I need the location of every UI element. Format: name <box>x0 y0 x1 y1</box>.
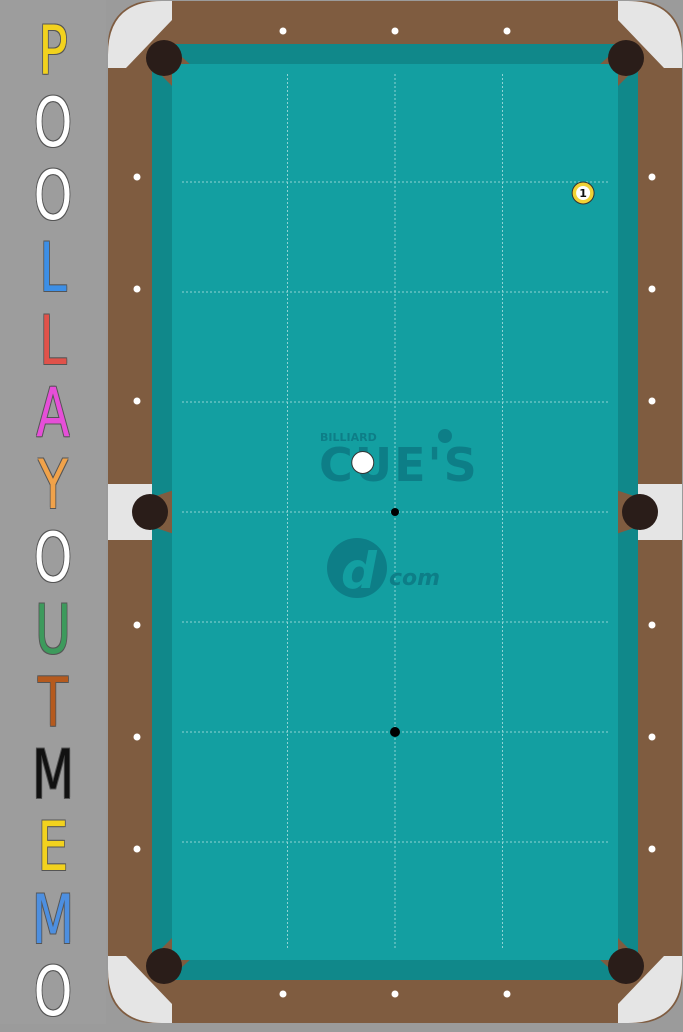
logo-small-text: BILLIARD <box>320 431 377 444</box>
pocket-side-right[interactable] <box>622 494 658 530</box>
rail-diamond-right <box>648 621 656 629</box>
title-letter: O <box>33 84 73 164</box>
rail-diamond-right <box>648 173 656 181</box>
cushion-left-upper <box>152 70 174 496</box>
logo-d-letter: d <box>341 542 378 600</box>
title-letter: T <box>38 663 68 743</box>
cushion-right-lower <box>616 528 638 954</box>
cushion-left-lower <box>152 528 174 954</box>
cue-ball[interactable] <box>351 451 375 474</box>
spots-layer <box>390 508 400 737</box>
corner-cap-bottom-right <box>618 956 682 1023</box>
d-com-logo: d com <box>327 538 440 600</box>
pocket-bottom-right[interactable] <box>608 948 644 984</box>
title-letter: A <box>36 374 70 453</box>
pocket-bottom-left[interactable] <box>146 948 182 984</box>
title-sidebar <box>0 0 106 1024</box>
title-letter: M <box>31 736 75 815</box>
rail-diamond-left <box>133 621 141 629</box>
title-letter: M <box>31 880 75 960</box>
pocket-top-right[interactable] <box>608 40 644 76</box>
title-letter: E <box>37 808 69 888</box>
ball-number-disc <box>576 186 591 200</box>
balls-layer: 1 <box>351 181 595 474</box>
rail-diamond-right <box>648 845 656 853</box>
d-logo-icon <box>327 538 387 598</box>
cushion-bottom <box>172 958 618 980</box>
rail-diamond-left <box>133 173 141 181</box>
rail-diamond-right <box>648 733 656 741</box>
rail-diamonds <box>133 27 656 998</box>
corner-cap-top-right <box>618 1 682 68</box>
rail-diamond-left <box>133 845 141 853</box>
title-letter: O <box>33 156 73 236</box>
rail-diamond-bottom <box>503 990 511 998</box>
pockets <box>132 40 658 984</box>
title-letter: O <box>33 953 73 1032</box>
rail-diamond-left <box>133 285 141 293</box>
rail-diamond-left <box>133 733 141 741</box>
pocket-side-left[interactable] <box>132 494 168 530</box>
corner-cap-top-left <box>108 1 172 68</box>
rail-diamond-right <box>648 397 656 405</box>
rail-diamond-top <box>503 27 511 35</box>
cue-ball-body[interactable] <box>351 451 375 474</box>
corner-cap-bottom-left <box>108 956 172 1023</box>
title-letter: P <box>38 12 68 91</box>
rail-diamond-left <box>133 397 141 405</box>
rail-diamond-bottom <box>391 990 399 998</box>
logo-dot-text: com <box>389 566 440 591</box>
title-letter: L <box>39 229 67 309</box>
title-letter: Y <box>38 446 68 526</box>
rail-diamond-top <box>279 27 287 35</box>
billiard-cues-logo: BILLIARD CUE'S <box>319 429 479 492</box>
rail-diamond-right <box>648 285 656 293</box>
cushion-right-upper <box>616 70 638 496</box>
title-letter: U <box>35 591 71 671</box>
ball-1[interactable]: 1 <box>571 181 595 205</box>
logo-ball-icon <box>438 429 452 443</box>
logo-main-text: CUE'S <box>319 438 479 492</box>
title-letter: L <box>39 301 67 381</box>
ball-number-label: 1 <box>579 187 587 200</box>
pool-table: BILLIARD CUE'S d com 1 <box>106 0 683 1024</box>
title-letter: O <box>33 518 73 598</box>
foot-spot <box>390 727 400 737</box>
pocket-top-left[interactable] <box>146 40 182 76</box>
rail-diamond-bottom <box>279 990 287 998</box>
center-spot <box>391 508 399 516</box>
cushion-top <box>172 44 618 66</box>
rail-diamond-top <box>391 27 399 35</box>
